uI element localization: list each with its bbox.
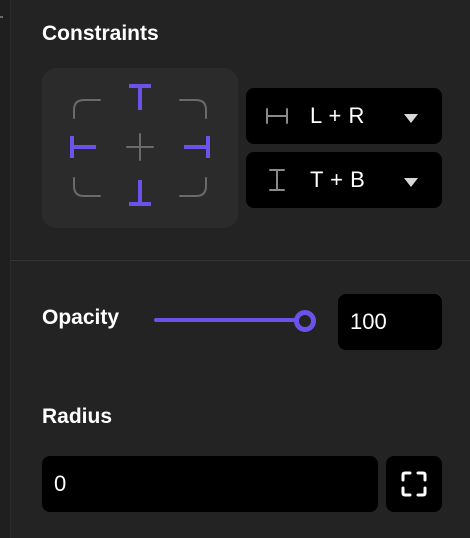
chevron-down-icon [404,175,418,187]
vertical-bracket-icon [264,168,290,192]
vertical-constraint-dropdown[interactable]: T + B [246,152,442,208]
opacity-slider[interactable] [154,304,316,336]
horizontal-bracket-icon [264,104,290,128]
opacity-slider-thumb[interactable] [294,310,316,332]
radius-label: Radius [42,405,113,428]
independent-corners-button[interactable] [386,456,442,512]
constraint-box-outline [73,99,207,197]
horizontal-constraint-value: L + R [310,103,365,128]
vertical-constraint-value: T + B [310,167,366,192]
constraints-title: Constraints [42,22,159,45]
chevron-down-icon [404,111,418,123]
edge-tick [0,16,3,18]
panel-left-edge [0,0,11,538]
radius-input[interactable] [42,456,378,512]
right-constraint [184,136,210,158]
bottom-constraint [129,180,151,206]
opacity-slider-track [154,318,305,322]
section-divider [10,260,470,261]
left-constraint [70,136,96,158]
top-constraint [129,84,151,110]
opacity-input[interactable] [338,294,442,350]
horizontal-constraint-dropdown[interactable]: L + R [246,88,442,144]
center-constraint-plus [126,133,154,161]
opacity-label: Opacity [42,306,120,329]
independent-corners-icon [401,471,427,497]
constraint-widget [42,68,238,228]
